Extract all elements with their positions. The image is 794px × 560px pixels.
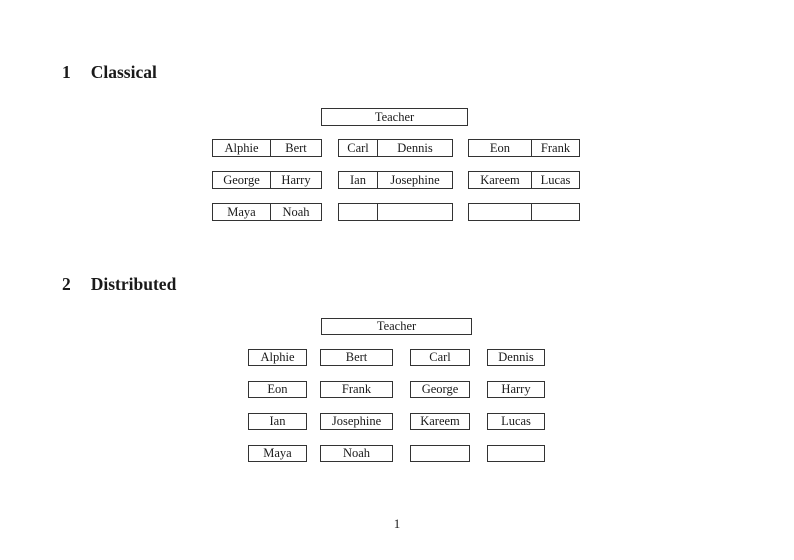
student-seat: Kareem xyxy=(480,172,520,187)
desk: Alphie Bert xyxy=(212,139,322,157)
teacher-box: Teacher xyxy=(321,318,472,335)
student-seat: Eon xyxy=(489,140,511,155)
student-seat: Noah xyxy=(270,204,321,220)
section-heading-distributed: 2 Distributed xyxy=(62,274,177,294)
student-seat: Frank xyxy=(320,381,393,398)
student-seat-empty xyxy=(469,204,531,220)
student-seat-empty xyxy=(487,445,545,462)
student-seat: Dennis xyxy=(377,140,452,156)
section-title: Distributed xyxy=(90,274,177,294)
desk-empty xyxy=(338,203,453,221)
section-heading-classical: 1 Classical xyxy=(62,62,157,82)
student-seat: Bert xyxy=(320,349,393,366)
teacher-label: Teacher xyxy=(376,319,417,334)
student-seat: Dennis xyxy=(487,349,545,366)
student-seat: Carl xyxy=(410,349,470,366)
section-number: 1 xyxy=(62,62,71,82)
teacher-label: Teacher xyxy=(374,109,415,124)
student-seat: Carl xyxy=(347,140,369,155)
student-seat: Josephine xyxy=(377,172,452,188)
student-seat: Harry xyxy=(487,381,545,398)
student-seat: George xyxy=(410,381,470,398)
student-seat: Maya xyxy=(248,445,307,462)
page-number: 1 xyxy=(393,516,401,531)
student-seat: Josephine xyxy=(320,413,393,430)
student-seat: Alphie xyxy=(248,349,307,366)
student-seat: Kareem xyxy=(410,413,470,430)
student-seat-empty xyxy=(410,445,470,462)
desk: Eon Frank xyxy=(468,139,580,157)
student-seat: Ian xyxy=(350,172,366,187)
desk: George Harry xyxy=(212,171,322,189)
student-seat: Lucas xyxy=(531,172,579,188)
student-seat: George xyxy=(223,172,260,187)
section-number: 2 xyxy=(62,274,71,294)
student-seat: Eon xyxy=(248,381,307,398)
student-seat-empty xyxy=(339,204,377,220)
student-seat: Harry xyxy=(270,172,321,188)
desk: Maya Noah xyxy=(212,203,322,221)
student-seat-empty xyxy=(377,204,452,220)
section-title: Classical xyxy=(90,62,157,82)
student-seat: Alphie xyxy=(224,140,259,155)
desk: Ian Josephine xyxy=(338,171,453,189)
desk: Kareem Lucas xyxy=(468,171,580,189)
desk-empty xyxy=(468,203,580,221)
student-seat: Lucas xyxy=(487,413,545,430)
student-seat: Bert xyxy=(270,140,321,156)
desk: Carl Dennis xyxy=(338,139,453,157)
student-seat: Noah xyxy=(320,445,393,462)
student-seat: Ian xyxy=(248,413,307,430)
teacher-box: Teacher xyxy=(321,108,468,126)
student-seat: Maya xyxy=(227,204,256,219)
student-seat: Frank xyxy=(531,140,579,156)
student-seat-empty xyxy=(531,204,579,220)
